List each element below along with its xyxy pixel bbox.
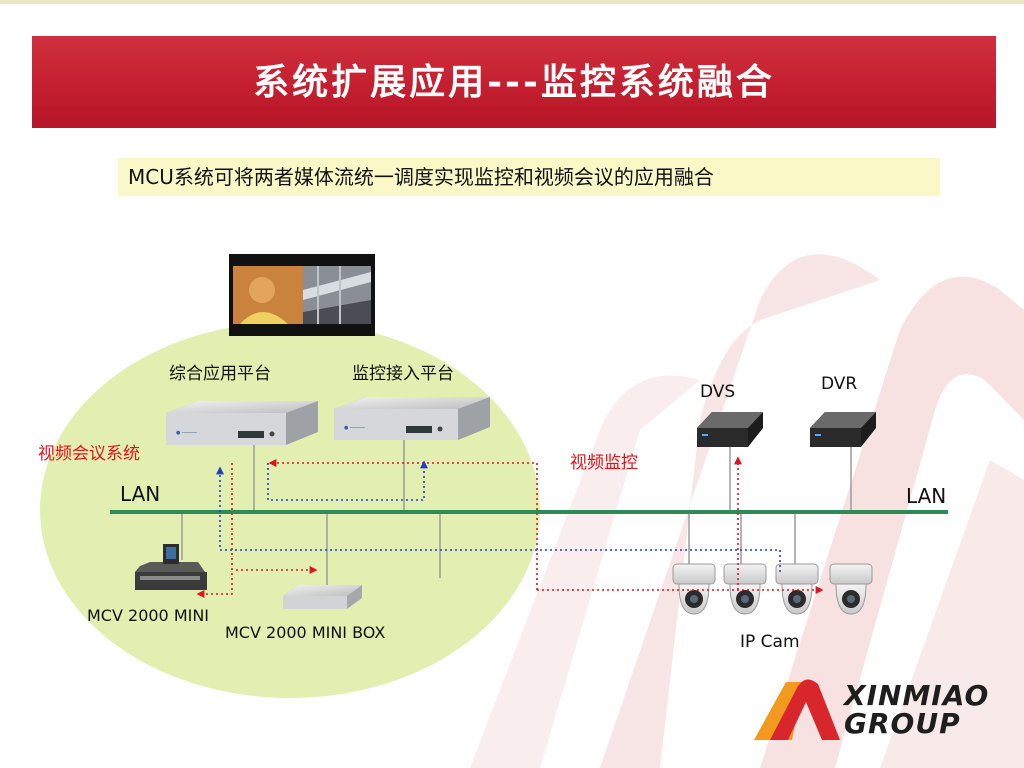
dvr-label: DVR <box>821 374 858 394</box>
ip-camera-2 <box>723 563 767 615</box>
video-screen-image <box>229 254 375 336</box>
ip-camera-3 <box>775 563 819 615</box>
subtitle-box: MCU系统可将两者媒体流统一调度实现监控和视频会议的应用融合 <box>118 158 940 196</box>
blue-media-flows <box>216 460 781 572</box>
svg-text:● ─────: ● ───── <box>344 425 366 431</box>
logo-line-1: XINMIAO <box>844 679 990 712</box>
monitor-platform-label: 监控接入平台 <box>352 364 454 384</box>
mcv-mini-box-label: MCV 2000 MINI BOX <box>225 623 386 642</box>
mcv-2000-mini-box-device <box>283 585 362 609</box>
dvs-device <box>697 412 763 447</box>
top-rule <box>0 0 1024 4</box>
general-platform-server: ● ───── <box>166 401 318 445</box>
logo-mark-icon <box>754 679 840 740</box>
ip-camera-4 <box>829 563 873 615</box>
svg-text:● ─────: ● ───── <box>176 430 198 436</box>
logo-line-2: GROUP <box>844 707 961 740</box>
lan-label-right: LAN <box>906 484 947 508</box>
title-bar: 系统扩展应用---监控系统融合 <box>32 36 996 128</box>
logo-text: XINMIAO GROUP <box>844 682 989 738</box>
dvs-label: DVS <box>700 382 736 402</box>
mcv-2000-mini-device <box>135 544 207 590</box>
slide-title: 系统扩展应用---监控系统融合 <box>253 61 775 103</box>
lan-label-left: LAN <box>120 482 161 506</box>
general-platform-label: 综合应用平台 <box>169 364 271 384</box>
ip-cam-label: IP Cam <box>740 632 800 652</box>
red-media-flows <box>196 456 824 598</box>
video-conference-system-label: 视频会议系统 <box>38 444 140 464</box>
mcv-mini-label: MCV 2000 MINI <box>87 606 210 625</box>
video-monitoring-label: 视频监控 <box>570 453 638 473</box>
subtitle-text: MCU系统可将两者媒体流统一调度实现监控和视频会议的应用融合 <box>128 165 714 189</box>
dvr-device <box>810 412 876 447</box>
ip-camera-1 <box>672 563 716 615</box>
lan-drop-lines <box>181 440 852 585</box>
monitoring-platform-server: ● ───── <box>334 397 490 440</box>
company-logo: XINMIAO GROUP <box>752 676 1002 744</box>
